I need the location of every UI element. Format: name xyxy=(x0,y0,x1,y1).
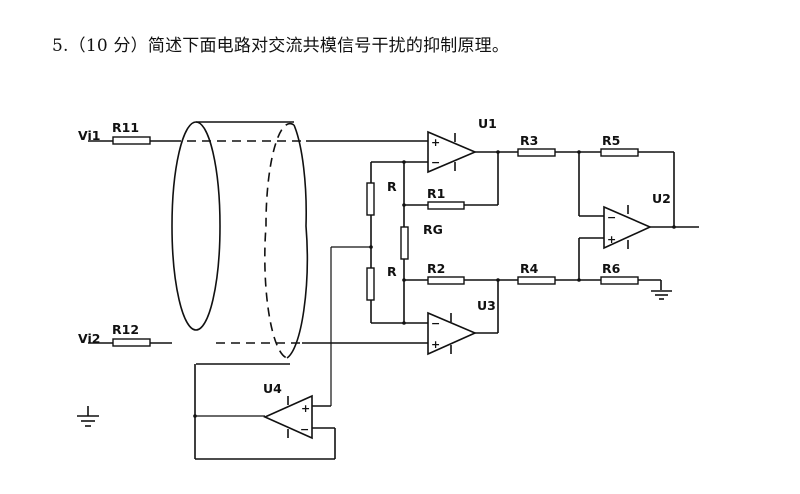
opamp-label-u2: U2 xyxy=(652,191,671,206)
resistor-label-r6: R6 xyxy=(602,261,621,276)
resistor-label-r12: R12 xyxy=(112,322,139,337)
resistor-rg xyxy=(400,226,409,260)
opamp-u1-pin-plus: + xyxy=(431,136,440,149)
resistor-r3 xyxy=(517,148,556,157)
question-number: 5. xyxy=(52,36,69,56)
opamp-u4-body xyxy=(263,394,313,440)
opamp-u2-pin-minus: − xyxy=(607,211,616,224)
opamp-label-u4: U4 xyxy=(263,381,282,396)
question-prompt: 简述下面电路对交流共模信号干扰的抑制原理。 xyxy=(147,36,510,56)
resistor-label-r11: R11 xyxy=(112,120,139,135)
resistor-r1 xyxy=(427,201,465,210)
resistor-label-r-bottom: R xyxy=(387,264,397,279)
input-vi1-path: Vi1 R11 xyxy=(78,120,428,145)
opamp-label-u3: U3 xyxy=(477,298,496,313)
resistor-r12 xyxy=(112,338,151,347)
shield-back-ellipse-solid xyxy=(286,124,309,359)
resistor-r5 xyxy=(600,148,639,157)
junction xyxy=(402,160,406,164)
input-label-vi1: Vi1 xyxy=(78,128,100,143)
resistor-label-r3: R3 xyxy=(520,133,538,148)
question-score: （10 分） xyxy=(68,36,148,56)
opamp-u1-pin-minus: − xyxy=(431,156,440,169)
opamp-u3: − + U3 xyxy=(427,298,496,356)
guard-driver-wiring xyxy=(193,246,371,460)
resistor-label-r4: R4 xyxy=(520,261,539,276)
shield-front-ellipse xyxy=(171,121,221,331)
junction xyxy=(402,321,406,325)
shield-back-ellipse-hidden xyxy=(264,122,295,359)
resistor-label-r1: R1 xyxy=(427,186,445,201)
junction xyxy=(496,278,500,282)
opamp-u4-pin-minus: − xyxy=(300,423,309,436)
gain-network: R R RG R1 R2 xyxy=(366,152,518,333)
opamp-u1: + − U1 xyxy=(427,116,497,174)
opamp-u3-pin-minus: − xyxy=(431,317,440,330)
opamp-u3-body xyxy=(427,311,478,356)
ground-icon xyxy=(651,290,672,300)
opamp-u4: + − U4 xyxy=(263,381,313,440)
opamp-u2-pin-plus: + xyxy=(607,233,616,246)
ground-icon xyxy=(77,406,99,427)
resistor-r2 xyxy=(427,276,465,285)
resistor-label-r-top: R xyxy=(387,179,397,194)
shield-cable xyxy=(171,121,309,365)
resistor-r6 xyxy=(600,276,639,285)
opamp-label-u1: U1 xyxy=(478,116,497,131)
opamp-u3-pin-plus: + xyxy=(431,338,440,351)
resistor-label-r2: R2 xyxy=(427,261,445,276)
resistor-r-bottom xyxy=(366,267,375,301)
input-vi2-path: Vi2 R12 xyxy=(78,322,428,347)
resistor-r-top xyxy=(366,182,375,216)
junction xyxy=(672,225,676,229)
difference-stage: R3 R5 R4 R6 xyxy=(475,133,699,300)
junction xyxy=(496,150,500,154)
resistor-label-r5: R5 xyxy=(602,133,620,148)
opamp-u2-body xyxy=(603,205,652,250)
question-text: 5.（10 分）简述下面电路对交流共模信号干扰的抑制原理。 xyxy=(52,31,509,56)
resistor-r11 xyxy=(112,136,151,145)
resistor-r4 xyxy=(517,276,556,285)
junction xyxy=(193,414,197,418)
opamp-u2: − + U2 xyxy=(603,191,671,250)
opamp-u1-body xyxy=(427,130,478,174)
resistor-label-rg: RG xyxy=(423,222,443,237)
opamp-u4-pin-plus: + xyxy=(301,402,310,415)
